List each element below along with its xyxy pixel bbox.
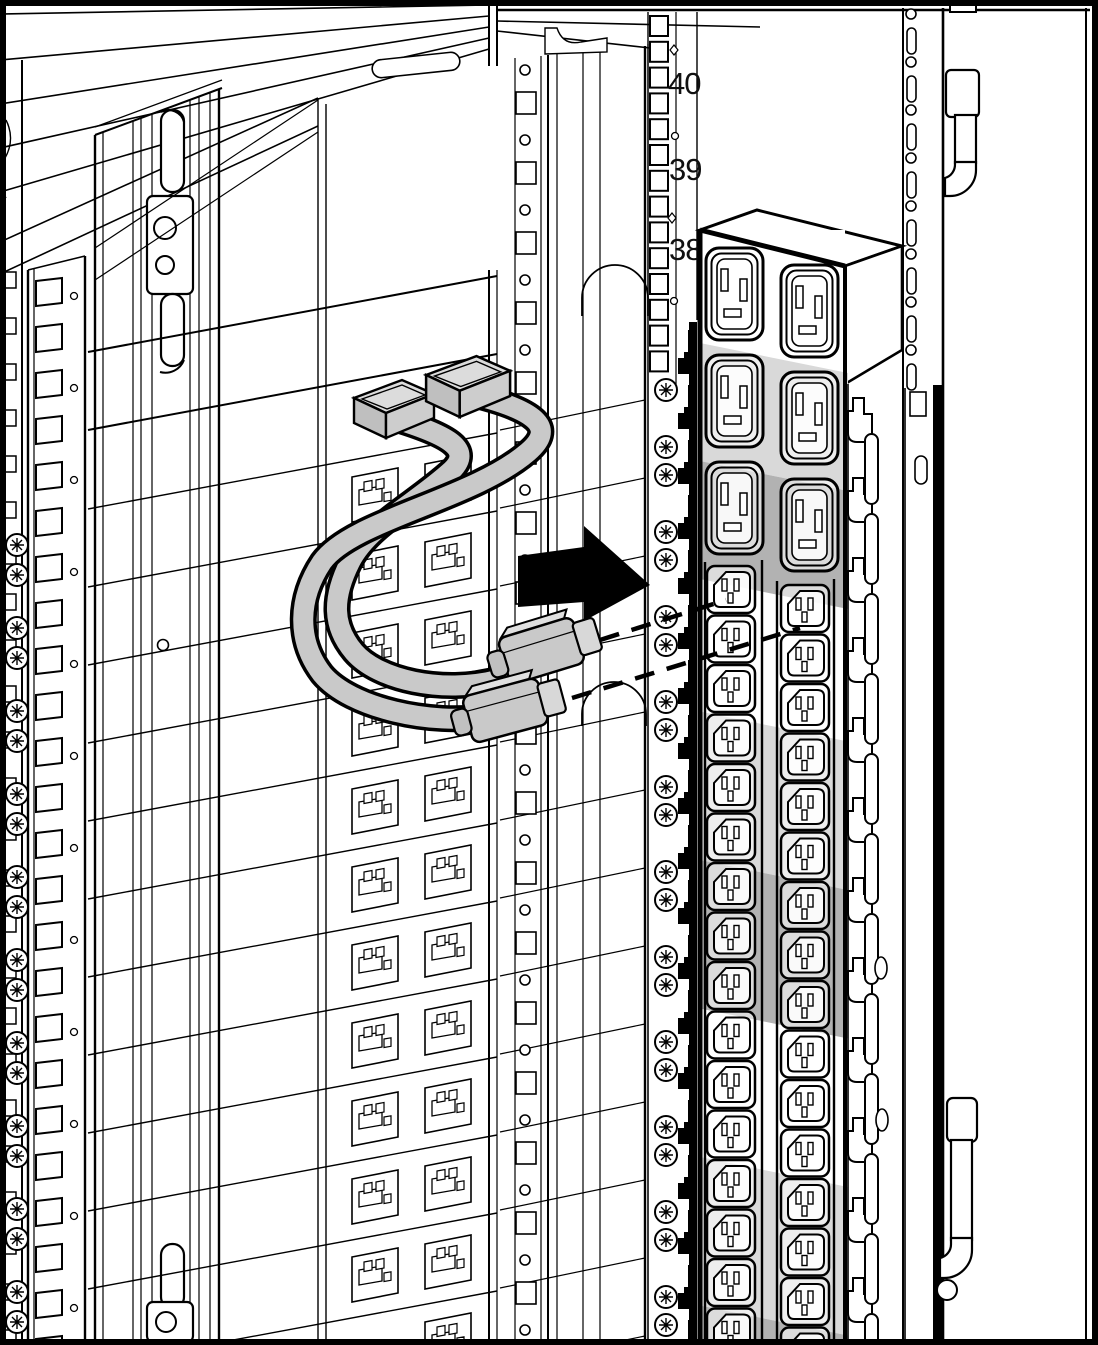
c19-outlet (704, 353, 765, 449)
c13-outlet (705, 1257, 757, 1308)
dashed-guide-line-1 (599, 597, 727, 643)
dashed-guide-line-2 (571, 625, 801, 701)
power-cables (289, 354, 607, 749)
c13-outlet (779, 781, 831, 832)
c13-outlet (779, 633, 831, 683)
c19-outlet (704, 460, 765, 556)
c19-outlet (779, 263, 840, 359)
rail-notch (909, 391, 927, 417)
pdu-outlet-plate-right (775, 579, 836, 1339)
c13-outlet (779, 979, 831, 1030)
frame-slot (371, 51, 461, 79)
rack-top-frame (5, 5, 1090, 273)
c13-outlet (705, 1059, 757, 1110)
pdu-top-edge (699, 227, 846, 269)
right-rail (902, 5, 1087, 1339)
c13-outlet (705, 762, 757, 813)
c13-outlet (779, 1276, 831, 1327)
c13-outlet (705, 1010, 757, 1060)
door-hinge-top-right (943, 5, 981, 198)
c19-outlet (704, 246, 765, 342)
c13-outlet (705, 861, 757, 912)
cable-arch-middle (581, 681, 647, 726)
c13-outlet (779, 880, 831, 931)
c13-outlet (705, 663, 757, 714)
rack-unit-label-39: 39 (669, 152, 701, 187)
c13-outlet (779, 732, 831, 782)
left-mounting-rail (26, 255, 87, 1340)
rack-unit-label-38: 38 (669, 232, 701, 267)
rail-oval-hole (914, 455, 928, 485)
rack-interior-trays (87, 98, 498, 1340)
c13-outlet (705, 960, 757, 1011)
c19-outlet (779, 477, 840, 573)
rack-unit-label-40: 40 (668, 66, 701, 101)
c13-outlet (779, 831, 831, 881)
post-hole (156, 638, 170, 652)
c13-outlet (779, 1078, 831, 1129)
c19-outlet (779, 370, 840, 466)
c13-outlet (779, 1029, 831, 1079)
tray-inlets-left (351, 467, 399, 1303)
door-hinge-bottom-right (936, 1096, 979, 1301)
bracket-slots (864, 433, 879, 1340)
c13-outlet (705, 812, 757, 862)
cable-arch-top (581, 264, 649, 316)
c13-outlet (705, 1208, 757, 1258)
c13-outlet (705, 564, 757, 615)
power-cable-2 (289, 378, 555, 733)
c13-outlet (779, 1177, 831, 1228)
pdu-rear-bracket (847, 384, 906, 1340)
pdu (694, 208, 908, 1340)
c13-outlet (779, 1128, 831, 1178)
c13-outlet (779, 583, 831, 634)
shelf-top-edge (87, 275, 498, 353)
c13-outlet (779, 682, 831, 733)
c13-outlet (705, 713, 757, 763)
alignment-guides (571, 597, 801, 701)
c13-outlet (779, 930, 831, 980)
c13-outlet (779, 1227, 831, 1277)
c13-outlet (705, 1109, 757, 1159)
power-cable-1 (323, 404, 526, 699)
pdu-outlet-plate-left (703, 560, 764, 1339)
c13-outlet (705, 1158, 757, 1209)
rail-top-notch (544, 27, 608, 55)
front-left-post (93, 79, 223, 1340)
mounting-hook-strip (678, 322, 697, 1340)
door-hinge-handle-top (145, 108, 195, 374)
c13-outlet (705, 911, 757, 961)
insert-direction-arrow-icon (518, 526, 650, 621)
shelf-bottom-edge (87, 353, 498, 431)
